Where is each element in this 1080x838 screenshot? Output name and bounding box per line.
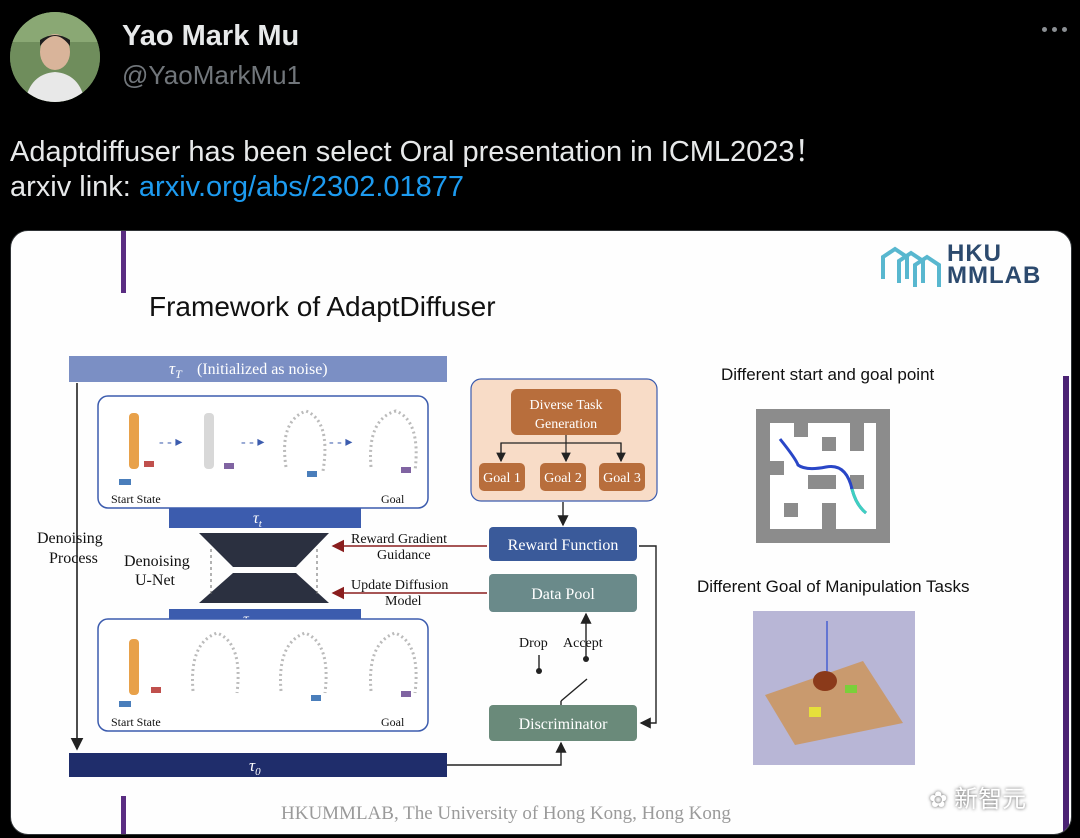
slide-title: Framework of AdaptDiffuser	[149, 291, 496, 322]
diverse-task-label-1: Diverse Task	[529, 398, 602, 413]
tau-0-bar	[69, 753, 447, 777]
noise-label: (Initialized as noise)	[197, 361, 328, 378]
user-handle[interactable]: @YaoMarkMu1	[122, 60, 302, 90]
drop-label: Drop	[519, 636, 548, 651]
arxiv-link[interactable]: arxiv.org/abs/2302.01877	[138, 171, 465, 203]
goal-label-top: Goal	[381, 492, 405, 506]
caption-start-goal: Different start and goal point	[721, 365, 935, 384]
reward-gradient-label-2: Guidance	[377, 548, 431, 563]
hku-mmlab-logo	[881, 246, 941, 287]
robot-arm-sequence-top	[119, 409, 418, 485]
tweet-link-prefix: arxiv link:	[10, 171, 139, 203]
reward-function-label: Reward Function	[508, 537, 619, 554]
avatar[interactable]	[10, 12, 100, 102]
watermark: ✿ 新智元	[929, 779, 1026, 814]
more-options-icon[interactable]	[1040, 22, 1070, 36]
seq-arrow-2: - - ▸	[241, 435, 264, 450]
watermark-chat-icon: ✿	[929, 787, 948, 812]
switch-lever	[560, 678, 588, 702]
unet-encoder-shape	[199, 533, 329, 567]
tau-0-to-discriminator-arrow	[447, 741, 567, 766]
framework-diagram: τT (Initialized as noise) Denoising Proc…	[37, 356, 658, 778]
user-name[interactable]: Yao Mark Mu	[122, 20, 300, 52]
tweet-media-card[interactable]: Framework of AdaptDiffuser HKU MMLAB τT …	[10, 230, 1072, 835]
update-diffusion-label-1: Update Diffusion	[351, 578, 448, 593]
watermark-text: 新智元	[954, 786, 1027, 813]
accept-label: Accept	[563, 636, 603, 651]
goal-1-box	[479, 463, 525, 491]
unet-label-2: U-Net	[135, 572, 176, 589]
tweet-line-1: Adaptdiffuser has been select Oral prese…	[10, 136, 824, 168]
slide-accent-bar-top	[121, 231, 126, 293]
robot-panel-bottom	[97, 618, 429, 732]
data-pool-box	[489, 574, 637, 612]
discriminator-label: Discriminator	[519, 716, 609, 733]
goal-3-label: Goal 3	[603, 471, 641, 486]
tau-t-symbol: τt	[253, 510, 263, 530]
start-state-label-top: Start State	[111, 492, 161, 506]
update-diffusion-label-2: Model	[385, 594, 422, 609]
seq-arrow-3: - - ▸	[329, 435, 352, 450]
goal-1-label: Goal 1	[483, 471, 521, 486]
logo-text-line-1: HKU	[947, 240, 1002, 267]
logo-text-line-2: MMLAB	[947, 262, 1042, 289]
discriminator-box	[489, 705, 637, 741]
slide-accent-bar-bottom	[121, 796, 126, 834]
goal-2-box	[540, 463, 586, 491]
reward-function-box	[489, 527, 637, 561]
unet-label-1: Denoising	[124, 553, 190, 570]
data-pool-label: Data Pool	[531, 586, 595, 603]
tweet-line-2: arxiv link: arxiv.org/abs/2302.01877	[10, 170, 824, 205]
caption-manipulation: Different Goal of Manipulation Tasks	[697, 577, 970, 596]
slide-accent-bar-right	[1063, 376, 1069, 834]
seq-arrow-1: - - ▸	[159, 435, 182, 450]
goal-3-box	[599, 463, 645, 491]
tau-t-noise-bar	[69, 356, 447, 382]
tweet-body: Adaptdiffuser has been select Oral prese…	[10, 135, 824, 205]
reward-to-discriminator-arrow	[639, 545, 657, 729]
goal-2-label: Goal 2	[544, 471, 582, 486]
tau-t-bar	[169, 508, 361, 528]
logo-text: HKU MMLAB	[947, 240, 1042, 289]
slide-footer: HKUMMLAB, The University of Hong Kong, H…	[281, 803, 731, 824]
avatar-photo	[10, 12, 100, 102]
denoising-process-label-1: Denoising	[37, 530, 103, 547]
diverse-task-label-2: Generation	[535, 417, 597, 432]
maze-image	[756, 409, 890, 543]
diverse-task-box	[511, 389, 621, 435]
reward-gradient-label-1: Reward Gradient	[351, 532, 447, 547]
denoising-process-label-2: Process	[49, 550, 98, 567]
unet-decoder-shape	[199, 573, 329, 603]
goal-label-bottom: Goal	[381, 715, 405, 729]
robot-arm-sequence-bottom	[119, 631, 418, 707]
manipulation-image	[753, 611, 915, 765]
start-state-label-bottom: Start State	[111, 715, 161, 729]
